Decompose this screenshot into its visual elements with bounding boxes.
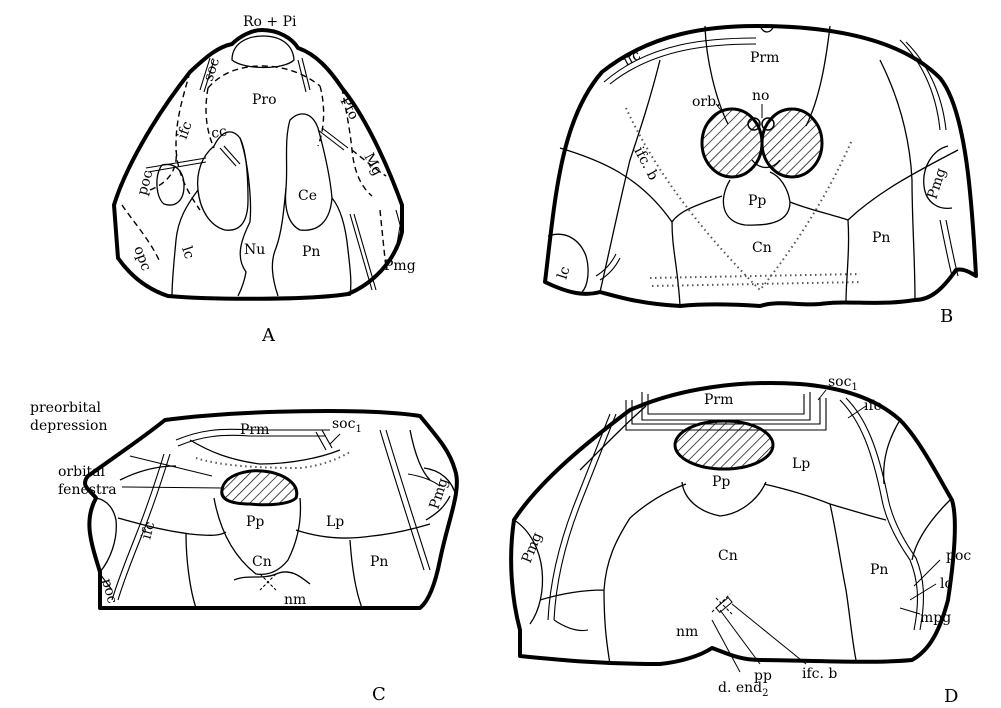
panel-c-nm-label: nm [284,592,306,608]
panel-b-pn-label: Pn [872,230,890,246]
panel-c-prm-bone [190,440,340,464]
panel-c-pmg-label: Pmg [427,476,452,511]
panel-b-letter: B [940,306,953,327]
panel-b-orb-label: orb. [692,94,721,110]
panel-d-soc-text: soc [828,374,852,390]
panel-a-opc-label: opc [130,244,154,273]
panel-b-prm-label: Prm [750,50,779,66]
panel-d-dend-label: d. end2 [718,680,769,699]
panel-d-lc-label: lc [940,576,952,592]
panel-c-ifc-label: ifc [138,520,158,541]
panel-c-letter: C [372,684,386,705]
panel-d-orbital-fenestra [675,421,773,469]
panel-c-preorbital-leader [130,456,212,476]
panel-a-letter: A [261,325,276,346]
panel-b-ifcb-label: ifc. b [630,144,661,183]
panel-a-cc-label: cc [210,123,228,142]
panel-d-dend-text: d. end [718,680,762,696]
panel-d-soc-leader [818,390,826,400]
panel-c-soc-sub: 1 [355,424,361,435]
panel-c-soc-text: soc [332,416,356,432]
panel-c-prm-label: Prm [240,422,269,438]
panel-c: preorbital depression soc1 Prm orbital f… [30,400,457,705]
panel-d-ifc-label: ifc [864,398,882,414]
panel-d-letter: D [944,686,958,707]
panel-a-ce-bone [286,114,332,230]
panel-c-poc-bone [96,498,116,572]
panel-a-pmg-label: Pmg [384,258,416,274]
panel-a-pn-label: Pn [302,244,320,260]
panel-d-ifcb-label: ifc. b [802,666,837,682]
panel-d-pmg-label: Pmg [519,530,546,565]
panel-c-orbital-label-1: orbital [58,464,106,480]
panel-d-pp-label: Pp [712,474,730,490]
panel-c-cn-label: Cn [252,554,272,570]
panel-d-nm-label: nm [676,624,698,640]
panel-c-soc-label: soc1 [332,416,362,435]
panel-c-preorbital-label-1: preorbital [30,400,101,416]
panel-b-pmg-label: Pmg [925,166,950,201]
panel-a-ce-label: Ce [298,188,317,204]
panel-a-lc-suture [172,190,198,296]
panel-c-sutures [118,430,430,608]
panel-d-soc-sub: 1 [851,382,857,393]
panel-d-prm-label: Prm [704,392,733,408]
panel-a-nu-label: Nu [244,242,265,258]
panel-c-orbital-label-2: fenestra [58,482,117,498]
panel-b-pp-label: Pp [748,193,766,209]
panel-a-ropi-label: Ro + Pi [243,14,297,30]
panel-b-naris-left [748,118,760,130]
panel-d-cn-label: Cn [718,548,738,564]
panel-a-pn-suture [332,198,351,296]
panel-a-outline [114,30,402,299]
panel-d-poc-label: poc [946,548,971,564]
panel-c-orbital-leader [122,487,222,488]
panel-a: Ro + Pi soc Pro ifc cc Pto Mg poc Ce opc… [114,14,416,346]
panel-d-ifcb-leader [732,604,806,664]
panel-c-preorbital-label-2: depression [30,418,107,434]
panel-a-lc-label: lc [178,244,197,261]
panel-a-cc-bone [198,132,248,230]
panel-b-cn-label: Cn [752,240,772,256]
panel-d-mpg-label: mpg [920,610,951,626]
panel-b: ifc Prm no orb. ifc. b Pp Pmg lc Cn Pn B [545,26,976,327]
panel-d-dend-leader [712,620,740,672]
panel-d-pn-label: Pn [870,562,888,578]
panel-c-pn-label: Pn [370,554,388,570]
panel-b-lc-label: lc [555,264,574,281]
panel-c-lp-label: Lp [326,514,344,530]
panel-a-poc-label: poc [134,168,156,197]
panel-c-ifc-canal [100,430,440,600]
panel-a-ro-pi-bone [232,36,294,68]
panel-d: Prm soc1 ifc Lp Pp Pmg poc Cn Pn lc mpg … [511,374,971,707]
panel-c-pp-label: Pp [246,514,264,530]
panel-b-no-label: no [752,88,769,104]
panel-b-lc-bone [548,234,588,292]
panel-c-orbital-fenestra [222,471,297,505]
panel-b-naris-right [762,118,774,130]
panel-a-pro-label: Pro [252,92,277,108]
panel-d-lp-label: Lp [792,456,810,472]
panel-d-dend-sub: 2 [762,688,768,699]
panel-a-pto-label: Pto [336,94,361,122]
panel-c-soc-leader [330,434,340,444]
panel-d-pore-marks [712,594,732,614]
